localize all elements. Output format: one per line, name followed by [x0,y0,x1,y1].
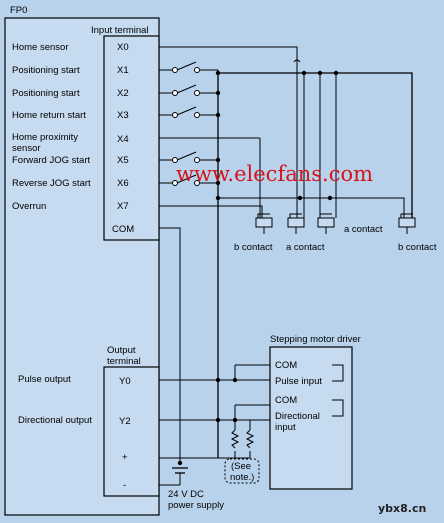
watermark-corner: ybx8.cn [378,502,426,515]
power-supply-symbol [172,467,188,485]
terminal-plus: + [122,452,128,463]
note-line1: (See [231,461,251,472]
terminal-x7: X7 [117,201,129,212]
sensor-label-a-contact-1: a contact [286,242,325,253]
input-terminal-block [103,35,160,241]
input-label-x2: Positioning start [12,88,80,99]
terminal-x5: X5 [117,155,129,166]
input-label-x3: Home return start [12,110,86,121]
sensor-a-contact-1 [287,213,305,228]
input-wires [159,69,263,463]
output-label-y2: Directional output [18,415,92,426]
input-label-x1: Positioning start [12,65,80,76]
terminal-com: COM [112,224,134,235]
input-label-x4-line2: sensor [12,143,41,154]
terminal-x0: X0 [117,42,129,53]
note-bracket [224,458,260,484]
output-terminal-header-1: Output [107,345,136,356]
terminal-x4: X4 [117,134,129,145]
sensor-label-b-contact-2: b contact [398,242,437,253]
power-supply-line1: 24 V DC [168,489,204,500]
driver-com2: COM [275,395,297,406]
wire-x0 [159,46,298,218]
input-switches [172,61,218,186]
sensor-supply-bus [218,72,413,218]
sensor-a-contact-2 [317,213,335,228]
terminal-x3: X3 [117,110,129,121]
power-supply-line2: power supply [168,500,224,511]
driver-bracket-2 [332,399,344,417]
resistor-2 [245,429,255,449]
output-terminal-block [103,366,160,497]
input-label-x7: Overrun [12,201,46,212]
resistor-1 [230,429,240,449]
note-line2: note.) [230,472,254,483]
input-label-x6: Reverse JOG start [12,178,91,189]
sensor-label-b-contact-1: b contact [234,242,273,253]
terminal-x1: X1 [117,65,129,76]
sensor-label-a-contact-2: a contact [344,224,383,235]
stepping-motor-driver [269,346,353,490]
watermark-main: www.elecfans.com [176,162,373,186]
sensor-b-contact-1 [255,213,273,228]
fp0-title: FP0 [10,5,27,16]
terminal-y0: Y0 [119,376,131,387]
input-label-x5: Forward JOG start [12,155,90,166]
driver-dir-input-2: input [275,422,296,433]
input-terminal-header: Input terminal [91,25,149,36]
driver-title: Stepping motor driver [270,334,361,345]
output-label-y0: Pulse output [18,374,71,385]
terminal-minus: - [123,480,126,491]
terminal-y2: Y2 [119,416,131,427]
input-label-x0: Home sensor [12,42,69,53]
terminal-x6: X6 [117,178,129,189]
output-terminal-header-2: terminal [107,356,141,367]
driver-pulse-input: Pulse input [275,376,322,387]
driver-bracket-1 [332,364,344,382]
driver-com1: COM [275,360,297,371]
input-label-x4: Home proximity [12,132,78,143]
terminal-x2: X2 [117,88,129,99]
driver-dir-input-1: Directional [275,411,320,422]
